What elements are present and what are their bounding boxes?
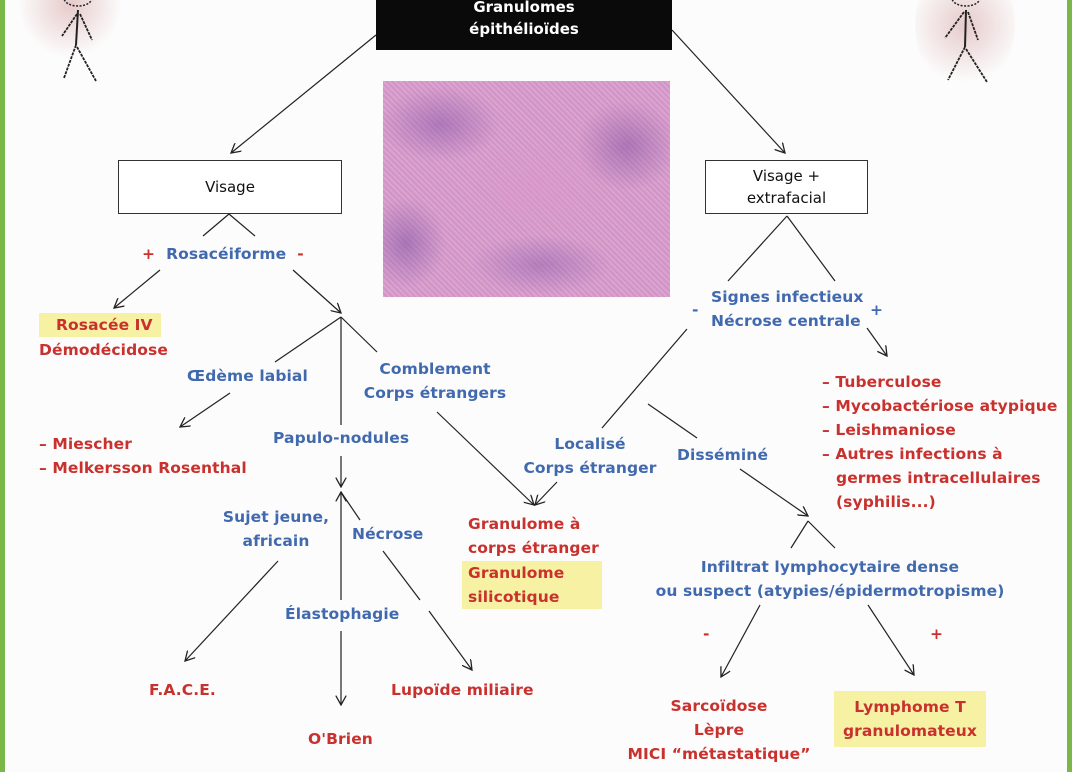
infection-item: – Mycobactériose atypique	[822, 397, 1058, 415]
root-node-granulomes: Granulomes épithélioïdes	[376, 0, 672, 50]
line-extrafacial-left	[727, 215, 788, 282]
sujet-line1: Sujet jeune,	[222, 508, 330, 526]
diagnosis-melkersson: – Melkersson Rosenthal	[39, 459, 247, 477]
minus-sign: -	[297, 245, 304, 263]
arrow-oedeme-to-miescher	[180, 392, 231, 427]
granulome-line2: corps étranger	[468, 539, 599, 557]
line-signes-to-localise	[601, 328, 688, 429]
arrow-infiltrat-to-lymphome	[867, 604, 914, 675]
node-elastophagie: Élastophagie	[285, 605, 400, 623]
diagnosis-rosacee-iv: Rosacée IV	[39, 313, 161, 337]
line-junction-oedeme	[274, 316, 342, 363]
sarcoidose-line2: Lèpre	[693, 721, 745, 739]
comblement-line1: Comblement	[379, 360, 491, 378]
infiltrat-line1: Infiltrat lymphocytaire dense	[700, 558, 960, 576]
signes-line2: Nécrose centrale	[711, 312, 861, 330]
diagnosis-lupoide-miliaire: Lupoïde miliaire	[391, 681, 534, 699]
diagnosis-miescher: – Miescher	[39, 435, 133, 453]
line-visage-left	[202, 213, 230, 237]
node-necrose: Nécrose	[352, 525, 424, 543]
comblement-line2: Corps étrangers	[363, 384, 507, 402]
infiltrat-minus: -	[703, 625, 710, 643]
silicotique-line1: Granulome	[468, 564, 565, 582]
arrow-sujet-to-face	[185, 560, 279, 661]
diagnosis-granulome-silicotique: Granulome silicotique	[462, 561, 602, 609]
diagnosis-obrien: O'Brien	[308, 730, 373, 748]
localise-line1: Localisé	[554, 435, 626, 453]
infection-item: (syphilis...)	[836, 493, 936, 511]
frame-border-left	[0, 0, 5, 772]
node-dissemine: Disséminé	[677, 446, 769, 464]
plus-sign: +	[142, 245, 156, 263]
arrow-to-rosacee	[114, 269, 161, 308]
node-visage-extrafacial: Visage + extrafacial	[705, 160, 868, 214]
line-extrafacial-right	[786, 215, 836, 282]
extrafacial-line2: extrafacial	[746, 189, 827, 207]
node-visage-label: Visage	[205, 178, 255, 196]
diagnosis-demodecidose: Démodécidose	[39, 341, 168, 359]
sujet-line2: africain	[242, 532, 310, 550]
root-line2: épithélioïdes	[469, 20, 579, 38]
infiltrat-plus: +	[930, 625, 944, 643]
infection-item: – Leishmaniose	[822, 421, 956, 439]
diagnosis-lymphome-t: Lymphome T granulomateux	[834, 691, 986, 747]
arrow-comblement-to-granulome	[436, 411, 534, 505]
infection-item: germes intracellulaires	[836, 469, 1041, 487]
node-localise: Localisé Corps étranger	[523, 432, 656, 480]
root-line1: Granulomes	[473, 0, 575, 16]
extrafacial-line1: Visage +	[752, 167, 821, 185]
node-infiltrat-lymphocytaire: Infiltrat lymphocytaire dense ou suspect…	[656, 555, 1005, 603]
line-junction-comblement	[340, 316, 378, 353]
histology-image	[383, 81, 670, 297]
signes-minus: -	[692, 301, 699, 319]
silicotique-line2: silicotique	[468, 588, 560, 606]
sarcoidose-line1: Sarcoïdose	[670, 697, 768, 715]
line-visage-right	[228, 213, 256, 237]
infection-item: – Autres infections à	[822, 445, 1003, 463]
infection-item: – Tuberculose	[822, 373, 942, 391]
stick-figure-left-icon	[61, 0, 97, 82]
signes-plus: +	[870, 301, 884, 319]
arrow-root-to-visage	[231, 34, 377, 153]
diagnosis-sarcoidose: Sarcoïdose Lèpre MICI “métastatique”	[628, 694, 811, 766]
arrow-dissemine-to-junction	[739, 468, 808, 516]
line-junction3-left	[790, 520, 809, 549]
arrow-necrose-to-lupoide	[428, 610, 472, 670]
arrow-root-to-extrafacial	[671, 29, 785, 153]
node-rosaceiforme: + Rosacéiforme -	[142, 242, 304, 266]
localise-line2: Corps étranger	[523, 459, 657, 477]
signes-line1: Signes infectieux	[711, 288, 864, 306]
arrow-infiltrat-to-sarcoidose	[721, 604, 761, 677]
stick-figure-right-icon	[944, 0, 988, 83]
arrow-signes-to-infections	[866, 327, 887, 356]
frame-border-right	[1067, 0, 1072, 772]
line-junction3-right	[807, 520, 836, 549]
arrow-to-junction	[292, 269, 341, 313]
diagnosis-face: F.A.C.E.	[149, 681, 216, 699]
node-papulo-nodules: Papulo-nodules	[273, 429, 410, 447]
node-oedeme-labial: Œdème labial	[187, 367, 308, 385]
line-split-dissemine	[647, 403, 698, 439]
lymphome-line1: Lymphome T	[854, 698, 966, 716]
node-comblement: Comblement Corps étrangers	[364, 357, 506, 405]
line-necrose-mid	[382, 550, 421, 601]
granulome-line1: Granulome à	[468, 515, 581, 533]
sarcoidose-line3: MICI “métastatique”	[627, 745, 811, 763]
arrow-localise-to-granulome	[535, 481, 558, 505]
infiltrat-line2: ou suspect (atypies/épidermotropisme)	[655, 582, 1005, 600]
node-signes-infectieux: Signes infectieux Nécrose centrale	[711, 285, 864, 333]
node-sujet-jeune: Sujet jeune, africain	[223, 505, 329, 553]
diagnosis-infections-list: – Tuberculose – Mycobactériose atypique …	[822, 370, 1057, 514]
rosaceiforme-label: Rosacéiforme	[166, 245, 287, 263]
node-visage: Visage	[118, 160, 342, 214]
lymphome-line2: granulomateux	[842, 722, 978, 740]
diagnosis-granulome-corps-etranger: Granulome à corps étranger	[468, 512, 599, 560]
line-junction2-necrose	[340, 491, 361, 521]
